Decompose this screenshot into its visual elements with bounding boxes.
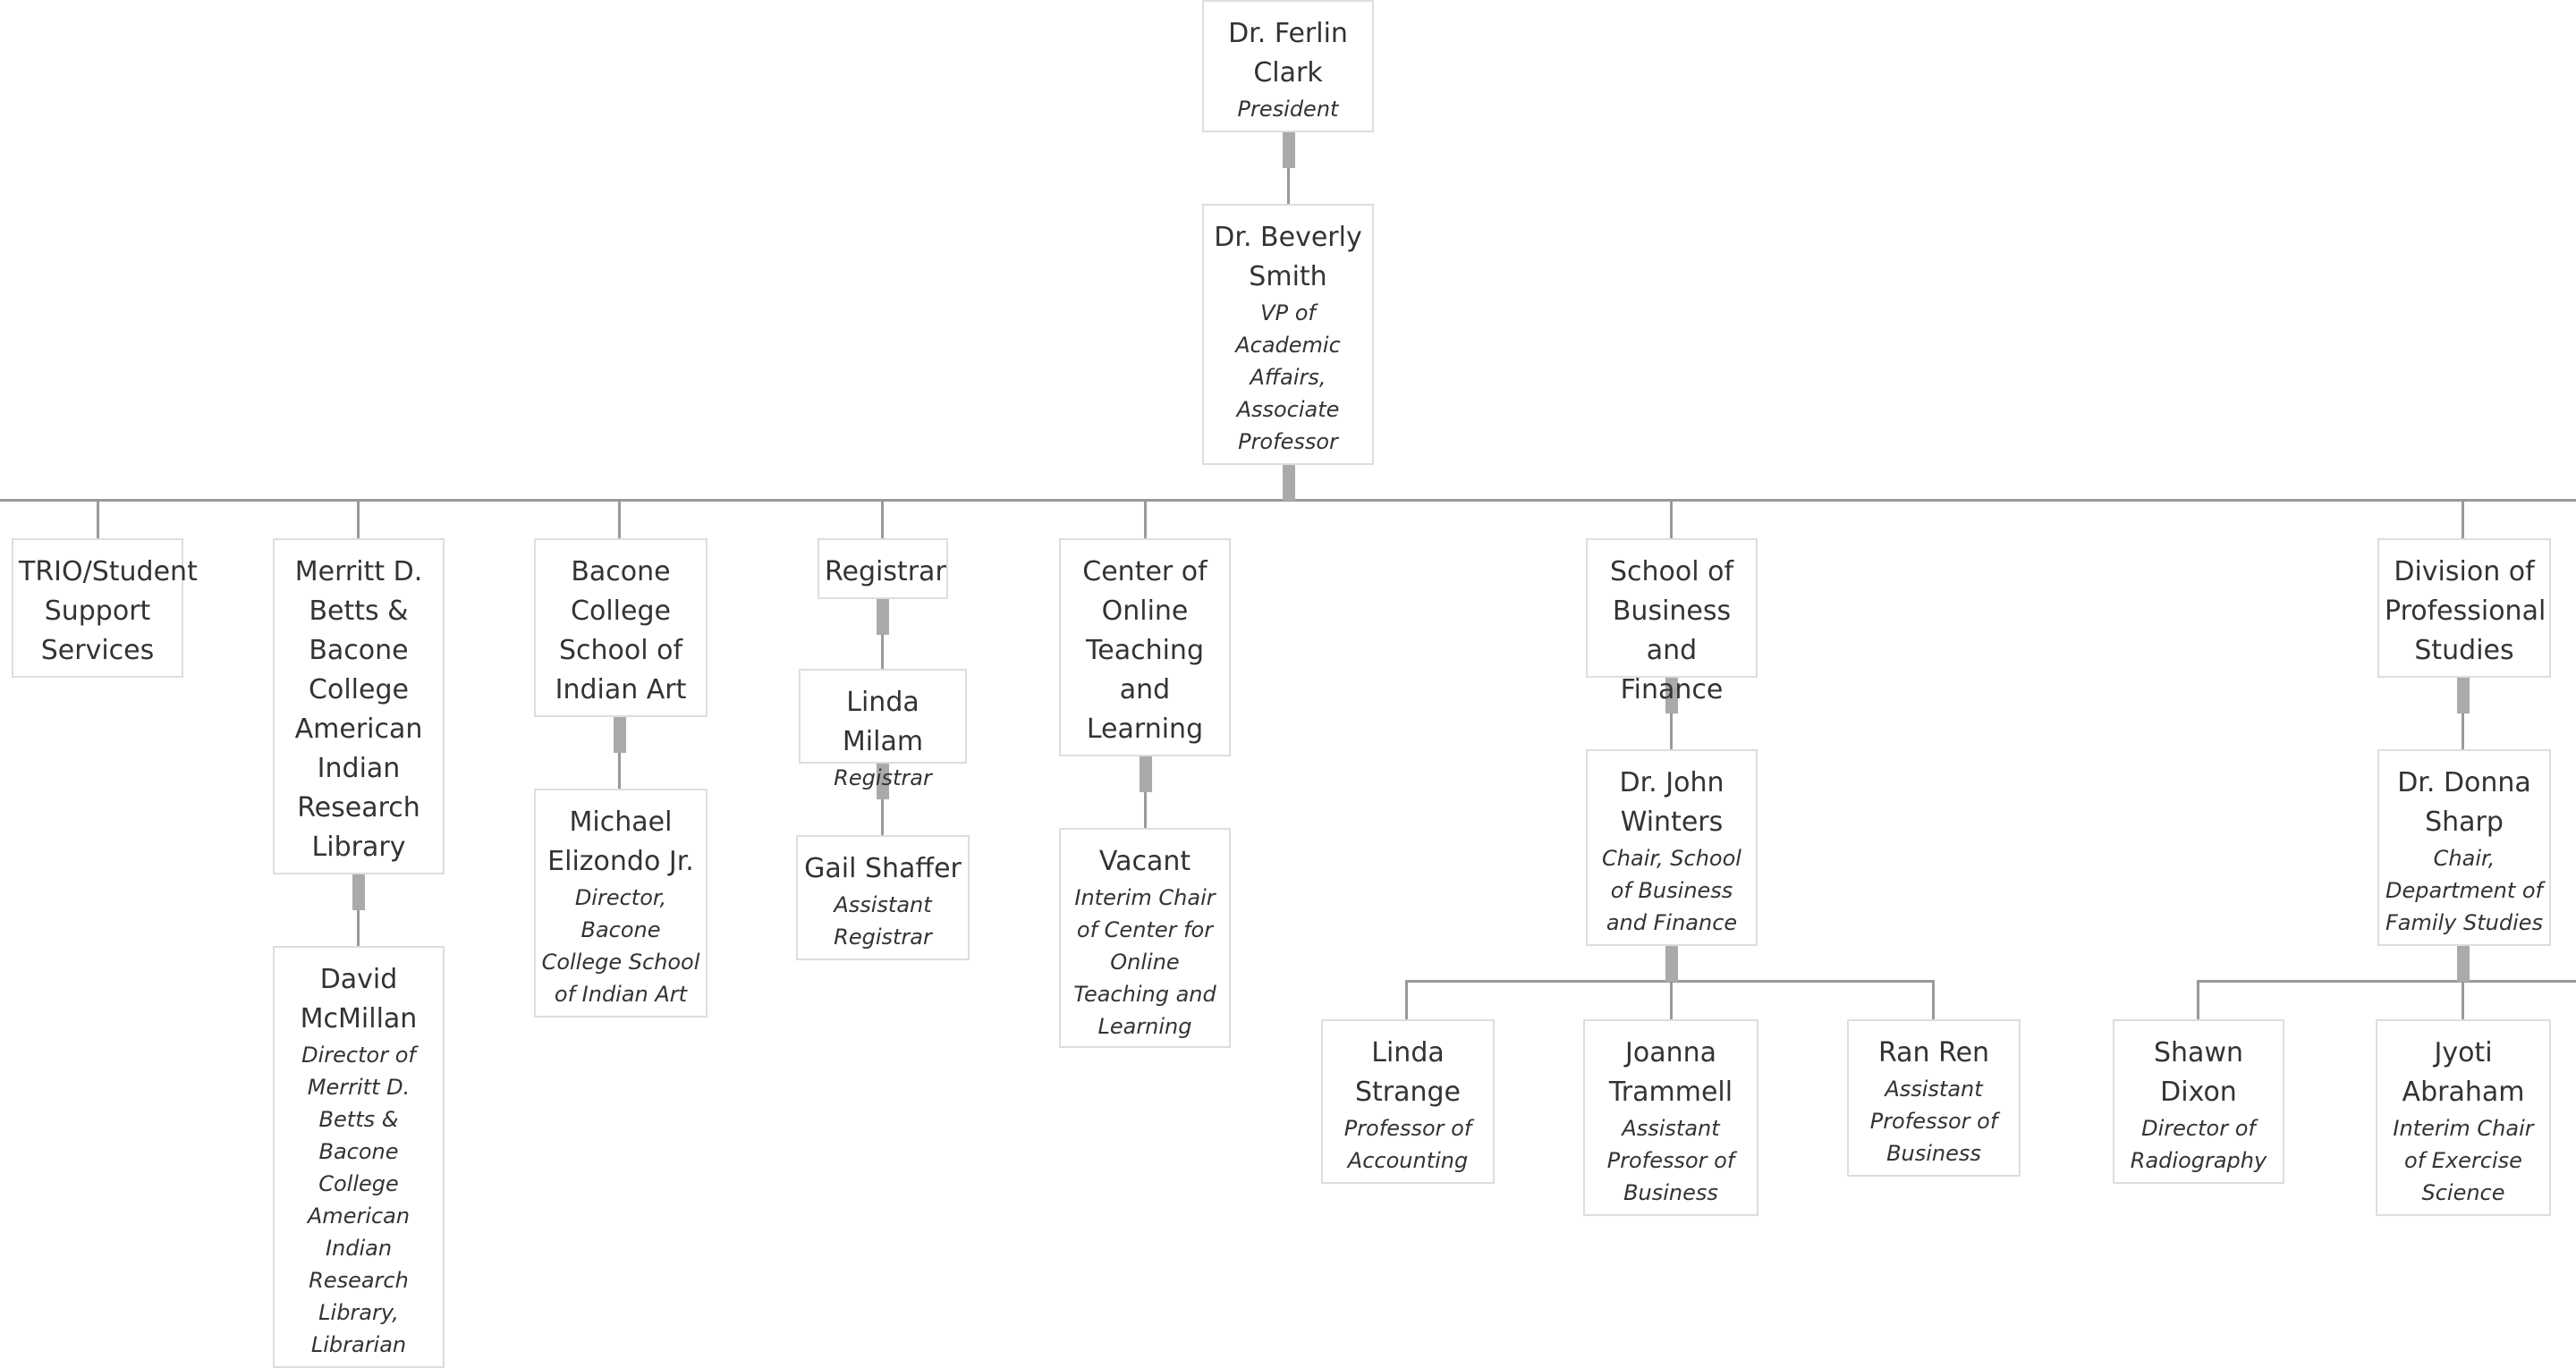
expand-tab-art-school[interactable]: [614, 717, 626, 753]
bus-line-family: [2197, 980, 2576, 983]
expand-tab-vp[interactable]: [1283, 465, 1295, 501]
node-trio[interactable]: TRIO/Student Support Services: [12, 538, 198, 678]
expand-tab-library[interactable]: [352, 874, 365, 910]
connector-online-chair: [1144, 755, 1147, 830]
node-name: Linda Milam: [842, 687, 924, 757]
node-name: Shawn Dixon: [2154, 1037, 2243, 1108]
node-name: Dr. Donna Sharp: [2397, 767, 2531, 838]
node-name: Bacone College School of Indian Art: [555, 556, 687, 705]
expand-tab-prof-studies[interactable]: [2457, 678, 2470, 714]
node-title: Chair, Department of Family Studies: [2385, 846, 2544, 935]
expand-tab-business-chair[interactable]: [1665, 946, 1678, 982]
node-title: Professor of Accounting: [1343, 1116, 1472, 1173]
connector-library-director: [357, 873, 360, 948]
node-name: TRIO/Student Support Services: [19, 556, 198, 666]
node-title: Director of Merritt D. Betts & Bacone Co…: [301, 1043, 416, 1357]
drop-trio: [97, 501, 99, 538]
node-title: Director, Bacone College School of India…: [541, 885, 700, 1007]
drop-trammell: [1670, 982, 1673, 1019]
node-name: Michael Elizondo Jr.: [547, 806, 694, 877]
drop-dixon: [2197, 982, 2199, 1019]
node-ren[interactable]: Ran Ren Assistant Professor of Business: [1847, 1019, 2021, 1177]
node-art-director[interactable]: Michael Elizondo Jr. Director, Bacone Co…: [534, 789, 708, 1018]
expand-tab-online-center[interactable]: [1140, 756, 1152, 792]
node-title: President: [1237, 97, 1339, 122]
node-name: Linda Strange: [1354, 1037, 1462, 1108]
connector-president-vp: [1287, 131, 1290, 206]
node-trammell[interactable]: Joanna Trammell Assistant Professor of B…: [1583, 1019, 1758, 1216]
expand-tab-president[interactable]: [1283, 132, 1295, 168]
drop-business-school: [1670, 501, 1673, 538]
drop-registrar-office: [881, 501, 884, 538]
node-president[interactable]: Dr. Ferlin Clark President: [1202, 0, 1374, 132]
node-name: Joanna Trammell: [1608, 1037, 1733, 1108]
drop-art-school: [618, 501, 621, 538]
drop-strange: [1405, 982, 1408, 1019]
node-vp-academic[interactable]: Dr. Beverly Smith VP of Academic Affairs…: [1202, 204, 1374, 465]
node-registrar-office[interactable]: Registrar: [818, 538, 948, 599]
drop-library: [357, 501, 360, 538]
node-title: Interim Chair of Center for Online Teach…: [1073, 885, 1216, 1039]
node-prof-studies[interactable]: Division of Professional Studies: [2377, 538, 2551, 678]
node-name: Dr. Beverly Smith: [1214, 222, 1362, 292]
node-asst-registrar[interactable]: Gail Shaffer Assistant Registrar: [796, 835, 970, 960]
node-strange[interactable]: Linda Strange Professor of Accounting: [1321, 1019, 1495, 1184]
node-library[interactable]: Merritt D. Betts & Bacone College Americ…: [273, 538, 445, 874]
drop-abraham: [2462, 982, 2464, 1019]
node-registrar[interactable]: Linda Milam Registrar: [799, 669, 967, 790]
node-name: Registrar: [825, 556, 946, 587]
expand-tab-registrar-office[interactable]: [877, 599, 889, 635]
node-title: Registrar: [834, 765, 932, 790]
node-name: Gail Shaffer: [804, 853, 962, 884]
node-name: Jyoti Abraham: [2402, 1037, 2525, 1108]
node-title: VP of Academic Affairs, Associate Profes…: [1235, 300, 1341, 454]
connector-asst-registrar: [881, 762, 884, 837]
node-name: Division of Professional Studies: [2385, 556, 2546, 666]
node-title: Assistant Professor of Business: [1606, 1116, 1735, 1205]
node-title: Director of Radiography: [2130, 1116, 2267, 1173]
expand-tab-registrar[interactable]: [877, 764, 889, 799]
node-dixon[interactable]: Shawn Dixon Director of Radiography: [2113, 1019, 2284, 1184]
node-name: Dr. John Winters: [1619, 767, 1724, 838]
node-online-chair[interactable]: Vacant Interim Chair of Center for Onlin…: [1059, 828, 1231, 1048]
node-family-chair[interactable]: Dr. Donna Sharp Chair, Department of Fam…: [2377, 749, 2551, 946]
node-title: Chair, School of Business and Finance: [1602, 846, 1741, 935]
connector-business-chair: [1670, 676, 1673, 751]
node-online-center[interactable]: Center of Online Teaching and Learning: [1059, 538, 1231, 756]
node-name: Merritt D. Betts & Bacone College Americ…: [294, 556, 423, 863]
drop-ren: [1932, 982, 1935, 1019]
connector-family-chair: [2462, 676, 2464, 751]
node-name: Center of Online Teaching and Learning: [1082, 556, 1208, 745]
node-name: School of Business and Finance: [1609, 556, 1734, 705]
node-name: Dr. Ferlin Clark: [1228, 18, 1348, 89]
node-abraham[interactable]: Jyoti Abraham Interim Chair of Exercise …: [2376, 1019, 2551, 1216]
expand-tab-business-school[interactable]: [1665, 678, 1678, 714]
drop-prof-studies: [2462, 501, 2464, 538]
node-name: David McMillan: [300, 964, 418, 1034]
node-name: Vacant: [1098, 846, 1191, 877]
node-title: Assistant Professor of Business: [1869, 1077, 1998, 1166]
node-name: Ran Ren: [1877, 1037, 1990, 1068]
node-business-school[interactable]: School of Business and Finance: [1586, 538, 1758, 705]
node-title: Interim Chair of Exercise Science: [2393, 1116, 2534, 1205]
node-art-school[interactable]: Bacone College School of Indian Art: [534, 538, 708, 717]
expand-tab-family-chair[interactable]: [2457, 946, 2470, 982]
node-title: Assistant Registrar: [834, 892, 932, 950]
drop-online-center: [1144, 501, 1147, 538]
node-business-chair[interactable]: Dr. John Winters Chair, School of Busine…: [1586, 749, 1758, 946]
node-library-director[interactable]: David McMillan Director of Merritt D. Be…: [273, 946, 445, 1368]
connector-art-director: [618, 715, 621, 790]
